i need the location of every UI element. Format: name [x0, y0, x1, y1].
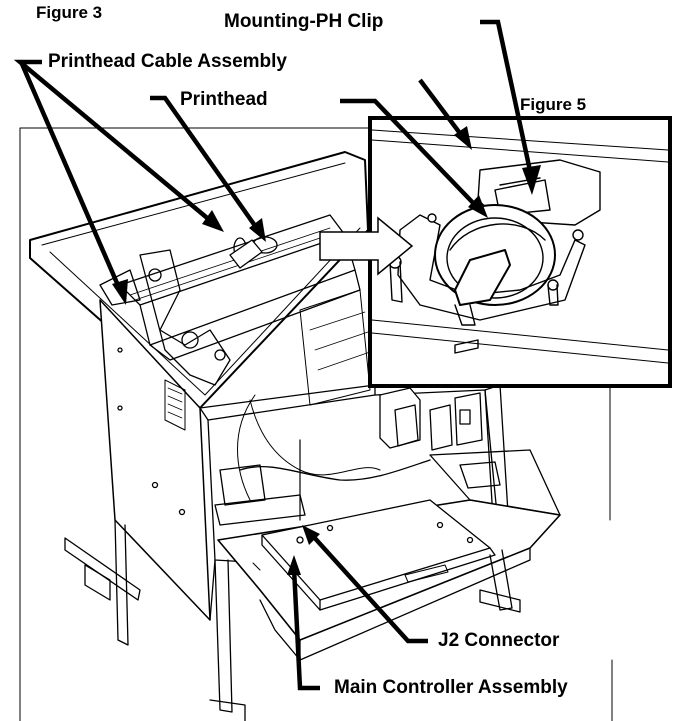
- arrowhead-cable-1: [202, 210, 224, 232]
- leader-j2: [310, 533, 428, 644]
- figure5-label: Figure 5: [520, 95, 587, 114]
- arrowhead-clip-2: [454, 126, 472, 150]
- printhead-label: Printhead: [180, 89, 268, 110]
- leader-printhead-1: [150, 95, 260, 232]
- leader-main-controller: [291, 567, 320, 691]
- arrowhead-main: [287, 555, 301, 575]
- arrowhead-clip: [522, 165, 541, 195]
- figure3-label: Figure 3: [36, 3, 103, 22]
- main-controller-label: Main Controller Assembly: [334, 677, 568, 698]
- leader-printhead-2: [340, 98, 480, 210]
- inset-arm: [454, 249, 511, 306]
- mounting-clip-label: Mounting-PH Clip: [224, 11, 384, 32]
- magnify-arrow: [319, 216, 414, 276]
- arrowhead-printhead-2: [468, 195, 488, 218]
- left-mechanism: [139, 249, 231, 386]
- figure5-inset: [368, 116, 672, 388]
- cable-assembly-label: Printhead Cable Assembly: [48, 51, 287, 72]
- leader-cable-1: [13, 59, 214, 224]
- leader-cable-2: [19, 63, 123, 291]
- right-access-panel: [429, 449, 561, 516]
- arrowhead-cable-2: [112, 279, 128, 305]
- leader-mounting-clip-1: [480, 19, 535, 181]
- arrowhead-printhead-1: [249, 218, 266, 242]
- cabinet-front-frame: [199, 384, 376, 421]
- leader-mounting-clip-2: [418, 78, 467, 142]
- j2-connector-label: J2 Connector: [438, 630, 560, 651]
- left-foot: [64, 537, 141, 601]
- transformer: [379, 387, 421, 449]
- right-foot: [479, 589, 521, 613]
- left-leg: [214, 559, 233, 713]
- arrowhead-j2: [302, 525, 320, 545]
- drawing-border: [19, 127, 613, 721]
